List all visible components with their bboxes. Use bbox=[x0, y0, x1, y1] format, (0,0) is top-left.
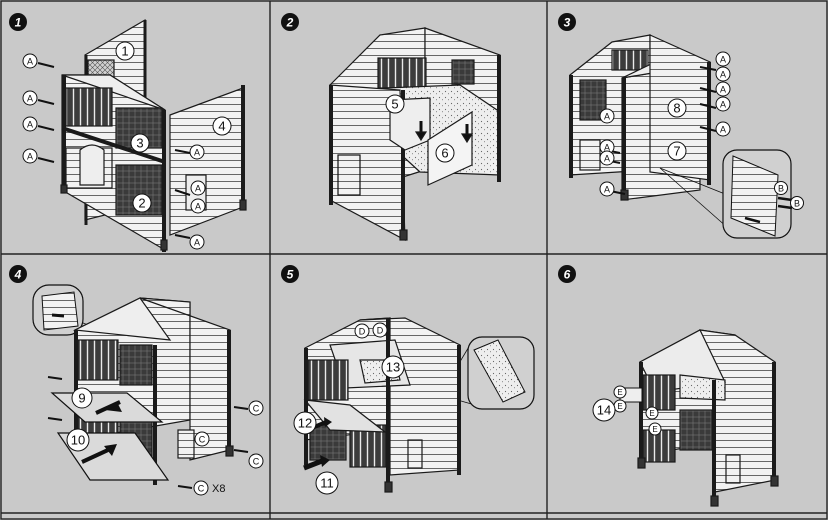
step-3-panel: 3 bbox=[558, 13, 804, 239]
screw-label: D bbox=[359, 327, 366, 337]
ramp-detail-inset bbox=[439, 336, 535, 410]
part-callouts: 7 8 bbox=[667, 98, 687, 161]
step-number: 2 bbox=[286, 16, 294, 30]
house-frame bbox=[569, 34, 711, 201]
part-number: 11 bbox=[320, 476, 334, 491]
part-callouts: 1 2 3 4 bbox=[115, 41, 232, 213]
screw-label: A bbox=[27, 120, 33, 130]
part-number: 6 bbox=[441, 146, 448, 161]
screw-label: A bbox=[720, 70, 726, 80]
step-badge: 3 bbox=[558, 13, 576, 31]
part-number: 3 bbox=[136, 136, 143, 151]
screw-label: E bbox=[652, 425, 657, 434]
screw-label: A bbox=[27, 57, 33, 67]
step-number: 3 bbox=[564, 16, 571, 30]
screw-label: A bbox=[720, 125, 726, 135]
part-callouts: 5 6 bbox=[385, 94, 455, 163]
house-front-wall bbox=[60, 74, 168, 252]
part-number: 9 bbox=[78, 391, 85, 406]
screw-label: C bbox=[253, 457, 260, 467]
part-callouts: 11 12 13 bbox=[293, 355, 405, 495]
house-frame bbox=[303, 317, 461, 493]
detail-label: B bbox=[794, 199, 800, 209]
screw-label: D bbox=[377, 326, 384, 336]
part-number: 5 bbox=[391, 97, 398, 112]
screw-label: C bbox=[198, 484, 205, 494]
step-badge: 2 bbox=[281, 13, 299, 31]
screw-label: A bbox=[27, 152, 33, 162]
detail-inset bbox=[659, 149, 793, 239]
step-1-panel: 1 bbox=[9, 13, 247, 252]
step-badge: 5 bbox=[281, 265, 299, 283]
step-5-panel: 5 D bbox=[281, 265, 535, 495]
screw-labels: A A A A A A A A A B B bbox=[599, 51, 804, 210]
part-number: 7 bbox=[673, 144, 680, 159]
step-number: 1 bbox=[15, 16, 22, 30]
step-4-panel: 4 bbox=[9, 265, 264, 496]
screw-label: E bbox=[617, 402, 622, 411]
part-number: 10 bbox=[71, 433, 85, 448]
screw-set bbox=[37, 62, 191, 239]
screw-label: A bbox=[720, 55, 726, 65]
screw-label: A bbox=[604, 143, 610, 153]
part-number: 4 bbox=[218, 119, 225, 134]
part-number: 14 bbox=[597, 403, 611, 418]
screw-label: C bbox=[199, 435, 206, 445]
step-6-panel: 6 E E E E 14 bbox=[558, 265, 779, 507]
screw-labels: E E E E bbox=[613, 385, 662, 436]
screw-label: E bbox=[617, 388, 622, 397]
detail-label: B bbox=[778, 184, 784, 194]
screw-labels: C C C C X8 bbox=[193, 400, 264, 496]
part-callouts: 9 10 bbox=[66, 387, 93, 452]
step-number: 5 bbox=[287, 268, 294, 282]
part-number: 2 bbox=[138, 196, 145, 211]
screw-label: A bbox=[720, 85, 726, 95]
screw-label: A bbox=[604, 185, 610, 195]
screw-label: A bbox=[194, 148, 200, 158]
assembled-house bbox=[637, 329, 779, 507]
part-number: 13 bbox=[386, 360, 400, 375]
screw-label: A bbox=[604, 112, 610, 122]
screw-label: A bbox=[195, 184, 201, 194]
screw-set bbox=[47, 376, 249, 489]
step-number: 4 bbox=[14, 268, 22, 282]
house-side-wall bbox=[169, 85, 247, 236]
step-badge: 4 bbox=[9, 265, 27, 283]
step-badge: 6 bbox=[558, 265, 576, 283]
screw-labels: A A A A A A A A bbox=[22, 53, 206, 250]
step-2-panel: 2 5 6 bbox=[281, 13, 501, 242]
step-number: 6 bbox=[564, 268, 571, 282]
house-frame bbox=[329, 27, 501, 242]
part-number: 1 bbox=[121, 44, 128, 59]
part-callouts: 14 bbox=[592, 398, 616, 422]
screw-label: A bbox=[720, 100, 726, 110]
screw-label: C bbox=[253, 404, 260, 414]
part-number: 12 bbox=[298, 416, 312, 431]
step-badge: 1 bbox=[9, 13, 27, 31]
screw-quantity: X8 bbox=[212, 483, 225, 495]
screw-label: A bbox=[27, 94, 33, 104]
part-number: 8 bbox=[673, 101, 680, 116]
screw-labels: D D bbox=[354, 322, 388, 339]
screw-label: A bbox=[195, 202, 201, 212]
screw-label: A bbox=[604, 154, 610, 164]
screw-label: E bbox=[649, 409, 654, 418]
screw-label: A bbox=[194, 238, 200, 248]
